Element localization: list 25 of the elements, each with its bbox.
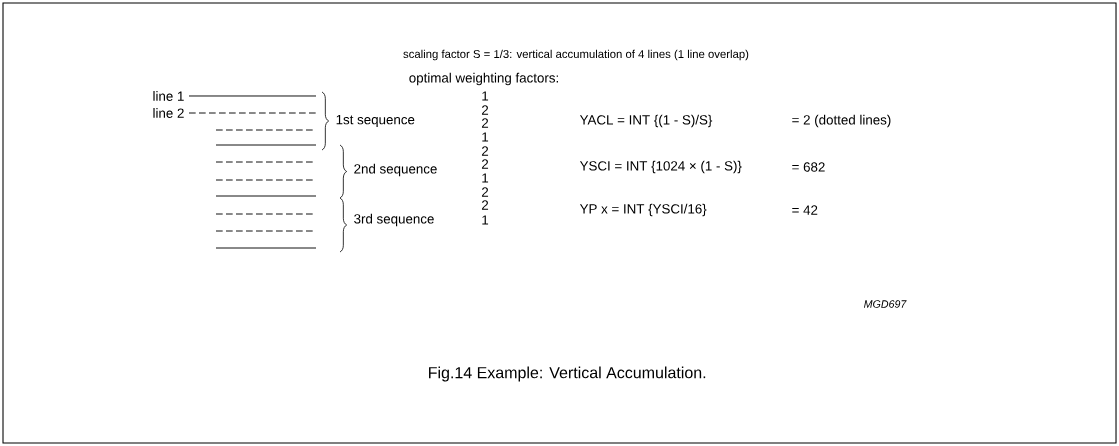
figure-code: MGD697: [864, 300, 907, 308]
result: = 2 (dotted lines): [792, 114, 891, 128]
heading: optimal weighting factors:: [409, 72, 558, 86]
title: scaling factor S = 1/3: vertical accumulation of 4 lines (1 line overlap): [403, 49, 749, 61]
line-label: line 2: [153, 108, 184, 118]
caption: Fig.14 Example: Vertical Accumulation.: [429, 366, 706, 382]
weighting-factor: 1: [482, 215, 489, 225]
weighting-factor: 2: [481, 159, 489, 169]
weighting-factor: 1: [482, 91, 489, 101]
formula: YSCI = INT {1024 × (1 - S)}: [579, 160, 742, 174]
weighting-factor: 1: [482, 173, 489, 183]
line-label: line 1: [153, 91, 184, 101]
formula: YACL = INT {(1 - S)/S}: [579, 114, 713, 128]
weighting-factor: 2: [481, 146, 489, 156]
sequence-label: 1st sequence: [336, 115, 415, 127]
sequence-label: 2nd sequence: [354, 163, 437, 177]
weighting-factor: 2: [481, 118, 489, 128]
formula: YP x = INT {YSCI/16}: [579, 203, 707, 217]
weighting-factor: 2: [481, 187, 489, 197]
result: = 42: [792, 205, 818, 215]
weighting-factor: 1: [482, 132, 489, 142]
weighting-factor: 2: [481, 200, 489, 210]
sequence-label: 3rd sequence: [354, 213, 434, 227]
result: = 682: [792, 162, 825, 172]
weighting-factor: 2: [481, 105, 489, 115]
